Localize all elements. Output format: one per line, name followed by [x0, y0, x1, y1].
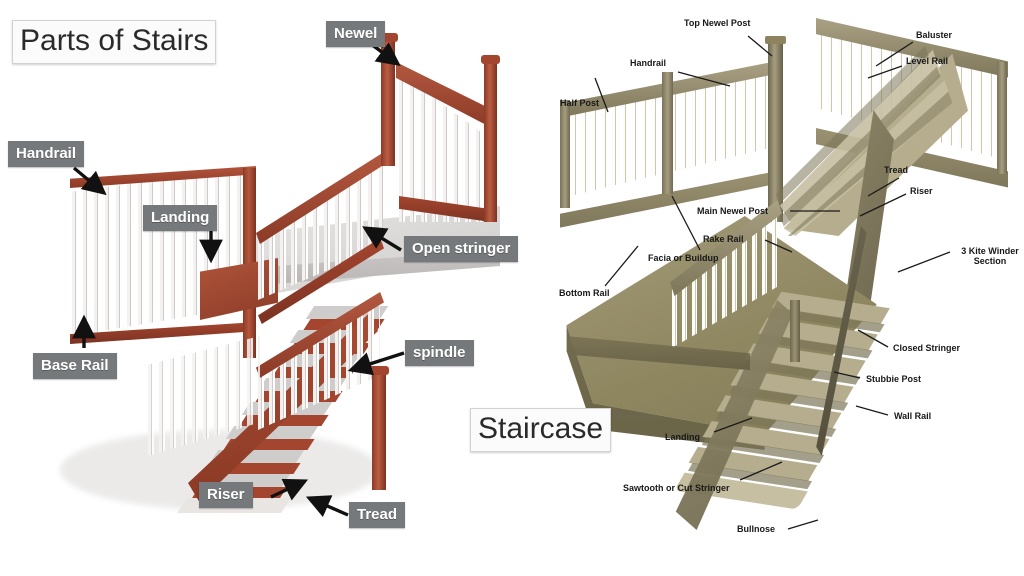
label-bullnose: Bullnose — [737, 524, 776, 534]
label-bottom-rail: Bottom Rail — [559, 288, 610, 298]
label-tread: Tread — [349, 502, 406, 528]
right-newel-cap — [481, 55, 500, 64]
right-newel-post — [484, 60, 497, 222]
label-facia-or-buildup: Facia or Buildup — [648, 253, 719, 263]
label-stubbie-post: Stubbie Post — [866, 374, 922, 384]
top-newel-cap — [765, 36, 786, 44]
label-closed-stringer: Closed Stringer — [893, 343, 961, 353]
top-newel-post — [381, 38, 395, 166]
lower-newel-cap — [369, 366, 389, 375]
label-newel: Newel — [326, 21, 386, 47]
lower-newel-post — [372, 372, 386, 490]
label-main-newel-post: Main Newel Post — [697, 206, 769, 216]
label-base-rail: Base Rail — [33, 353, 117, 379]
label-level-rail: Level Rail — [906, 56, 949, 66]
label-rake-rail: Rake Rail — [703, 234, 744, 244]
page-title-staircase: Staircase — [470, 408, 612, 452]
label-handrail-right: Handrail — [630, 58, 667, 68]
right-wing-end-post — [997, 62, 1007, 174]
half-post — [560, 100, 570, 208]
label-sawtooth-cut-stringer: Sawtooth or Cut Stringer — [623, 483, 730, 493]
stubbie-post — [790, 300, 800, 362]
label-landing: Landing — [143, 205, 218, 231]
top-newel-cap — [378, 33, 398, 42]
label-open-stringer: Open stringer — [404, 236, 519, 262]
label-riser-right: Riser — [910, 186, 933, 196]
label-half-post: Half Post — [560, 98, 600, 108]
right-staircase-illustration — [540, 0, 1024, 576]
top-newel-post — [768, 40, 783, 222]
label-spindle: spindle — [405, 340, 474, 366]
label-landing-right: Landing — [665, 432, 700, 442]
label-baluster: Baluster — [916, 30, 953, 40]
page-title-parts-of-stairs: Parts of Stairs — [12, 20, 217, 64]
left-staircase-illustration — [60, 33, 500, 513]
label-tread-right: Tread — [884, 165, 909, 175]
label-wall-rail: Wall Rail — [894, 411, 932, 421]
label-top-newel-post: Top Newel Post — [684, 18, 751, 28]
label-kite-winder-section: 3 Kite Winder Section — [961, 246, 1019, 267]
label-riser: Riser — [199, 482, 253, 508]
mid-wing-post — [662, 72, 673, 194]
label-handrail: Handrail — [8, 141, 85, 167]
